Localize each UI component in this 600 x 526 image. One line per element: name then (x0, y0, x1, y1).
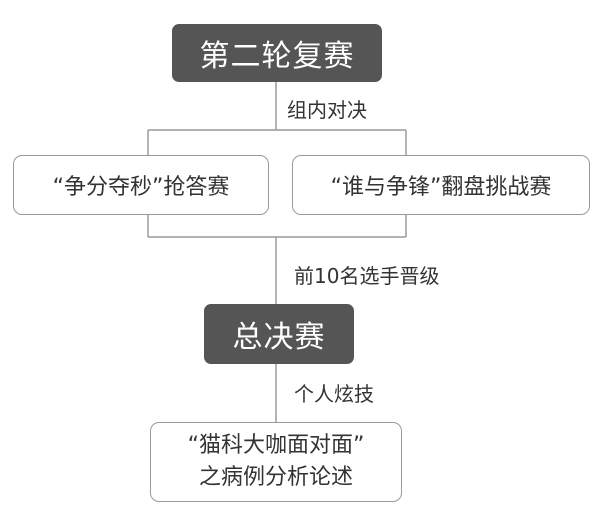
case-analysis-box: “猫科大咖面对面” 之病例分析论述 (150, 422, 402, 502)
solo-show-label: 个人炫技 (294, 382, 374, 406)
comeback-text: “谁与争锋”翻盘挑战赛 (330, 175, 552, 200)
comeback-box: “谁与争锋”翻盘挑战赛 (292, 155, 590, 215)
second-round-title: 第二轮复赛 (199, 39, 355, 74)
final-title: 总决赛 (232, 320, 326, 355)
quick-answer-text: “争分夺秒”抢答赛 (52, 175, 230, 200)
case-analysis-line1: “猫科大咖面对面” (187, 433, 365, 458)
case-analysis-line2: 之病例分析论述 (198, 465, 353, 490)
second-round-box: 第二轮复赛 (172, 24, 382, 82)
final-box: 总决赛 (204, 304, 354, 364)
group-match-label: 组内对决 (287, 98, 367, 122)
top10-label: 前10名选手晋级 (294, 264, 440, 288)
quick-answer-box: “争分夺秒”抢答赛 (13, 155, 269, 215)
